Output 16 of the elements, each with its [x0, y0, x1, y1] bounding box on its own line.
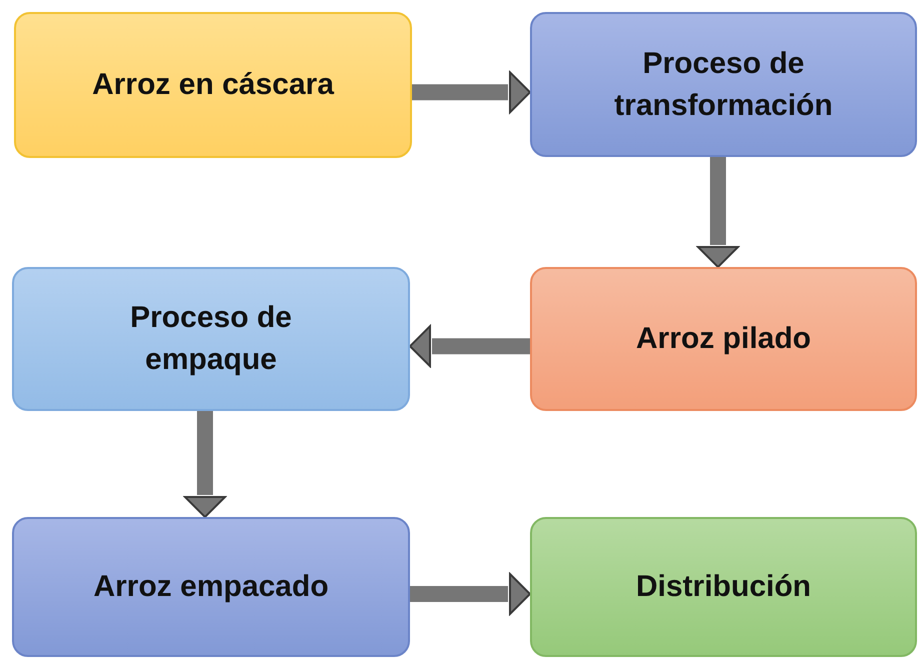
process-box	[530, 517, 917, 657]
block-arrow	[697, 157, 739, 268]
box-label: Proceso de empaque	[129, 300, 293, 378]
process-box	[530, 12, 917, 157]
process-box	[530, 267, 917, 411]
box-label: Arroz pilado	[636, 321, 811, 357]
box-label: Arroz en cáscara	[92, 67, 334, 103]
process-box	[12, 517, 410, 657]
box-label: Arroz empacado	[93, 569, 329, 605]
box-label: Distribución	[636, 569, 811, 605]
process-box	[14, 12, 412, 158]
process-box	[12, 267, 410, 411]
block-arrow	[409, 325, 530, 368]
box-label: Proceso de transformación	[613, 46, 834, 124]
block-arrow	[412, 71, 531, 114]
block-arrow	[184, 411, 226, 518]
